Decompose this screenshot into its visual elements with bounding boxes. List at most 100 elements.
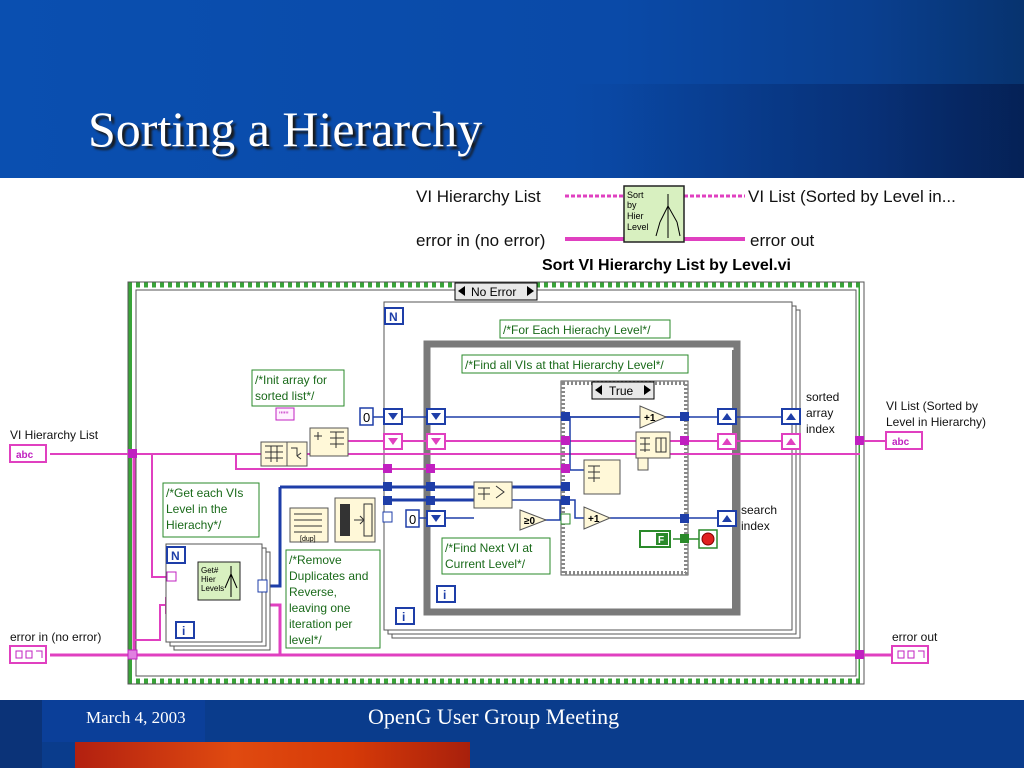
- inner-loop-tunnel-in: [166, 571, 177, 582]
- svg-text:""": """: [279, 410, 289, 420]
- comment-find-next: /*Find Next VI at Current Level*/: [441, 537, 551, 575]
- connector-left-bottom: error in (no error): [416, 231, 545, 250]
- label-index: index: [806, 422, 835, 436]
- const-zero-1: 0: [359, 407, 374, 426]
- footer-accent-bar: [75, 742, 470, 768]
- svg-text:True: True: [609, 384, 634, 398]
- label-search-index: index: [741, 519, 770, 533]
- label-search: search: [741, 503, 777, 517]
- svg-text:Hier: Hier: [627, 211, 644, 221]
- terminal-label-error-out: error out: [892, 630, 938, 644]
- svg-text:F: F: [658, 535, 664, 546]
- comment-for-each-level: /*For Each Hierachy Level*/: [499, 319, 671, 339]
- terminal-label-vi-list-out-1: VI List (Sorted by: [886, 399, 978, 413]
- svg-text:by: by: [627, 200, 637, 210]
- svg-text:leaving one: leaving one: [289, 601, 351, 615]
- svg-text:≥0: ≥0: [524, 516, 535, 527]
- outer-iteration-terminal: i: [395, 607, 415, 625]
- svg-text:[dup]: [dup]: [300, 536, 316, 543]
- svg-text:/*Find all VIs at that Hierarc: /*Find all VIs at that Hierarchy Level*/: [465, 358, 664, 372]
- header-shade: [0, 84, 1024, 178]
- label-sorted: sorted: [806, 390, 839, 404]
- get-levels-subvi: Get# Hier Levels: [197, 561, 241, 601]
- tunnels: [127, 412, 864, 660]
- false-constant: F: [639, 530, 671, 548]
- connector-right-top: VI List (Sorted by Level in...: [748, 187, 956, 206]
- labview-diagram: VI Hierarchy List error in (no error) VI…: [9, 185, 986, 685]
- svg-text:i: i: [443, 588, 446, 602]
- greater-equal-zero-node: ≥0: [519, 509, 548, 531]
- init-array-node: [309, 427, 349, 457]
- slide-title: Sorting a Hierarchy: [88, 101, 483, 157]
- replace-array-node: [635, 431, 671, 471]
- svg-text:Level: Level: [627, 222, 649, 232]
- comment-find-all: /*Find all VIs at that Hierarchy Level*/: [461, 354, 689, 374]
- svg-text:/*Remove: /*Remove: [289, 553, 342, 567]
- terminal-vi-list-out[interactable]: abc: [885, 431, 923, 450]
- connector-left-top: VI Hierarchy List: [416, 187, 541, 206]
- svg-text:Get#: Get#: [201, 566, 219, 575]
- svg-text:/*Get each VIs: /*Get each VIs: [166, 486, 243, 500]
- svg-text:/*For Each Hierachy Level*/: /*For Each Hierachy Level*/: [503, 323, 651, 337]
- svg-text:0: 0: [409, 512, 416, 527]
- svg-text:N: N: [389, 310, 398, 324]
- connector-right-bottom: error out: [750, 231, 815, 250]
- svg-text:+1: +1: [644, 413, 656, 424]
- reverse-array-node: [334, 497, 376, 543]
- svg-text:abc: abc: [16, 450, 34, 461]
- svg-text:No Error: No Error: [471, 285, 516, 299]
- index-array-node: [583, 459, 621, 495]
- comment-remove-duplicates: /*Remove Duplicates and Reverse, leaving…: [285, 549, 381, 649]
- inner-loop-count-terminal: N: [166, 546, 186, 564]
- terminal-label-error-in: error in (no error): [10, 630, 101, 644]
- terminal-vi-list-in[interactable]: abc: [9, 444, 47, 463]
- svg-text:Levels: Levels: [201, 584, 224, 593]
- svg-text:sorted list*/: sorted list*/: [255, 389, 315, 403]
- svg-text:Hierachy*/: Hierachy*/: [166, 518, 222, 532]
- empty-string-const: """: [275, 407, 295, 421]
- vi-title: Sort VI Hierarchy List by Level.vi: [542, 257, 791, 274]
- svg-text:i: i: [182, 624, 185, 638]
- array-op-node: [286, 441, 308, 467]
- terminal-label-vi-list-out-2: Level in Hierarchy): [886, 415, 986, 429]
- svg-text:N: N: [171, 549, 180, 563]
- connector-wires: [565, 194, 745, 241]
- outer-loop-count-terminal: N: [384, 307, 404, 325]
- while-iteration-terminal: i: [436, 585, 456, 603]
- svg-text:abc: abc: [892, 437, 910, 448]
- terminal-label-vi-list: VI Hierarchy List: [10, 428, 99, 442]
- inner-loop-tunnel-out: [257, 579, 268, 593]
- svg-text:level*/: level*/: [289, 633, 322, 647]
- footer-date: March 4, 2003: [86, 708, 186, 727]
- stop-terminal[interactable]: [698, 529, 718, 549]
- footer-left-block: [0, 700, 42, 768]
- svg-text:/*Find Next VI at: /*Find Next VI at: [445, 541, 533, 555]
- svg-text:Sort: Sort: [627, 190, 644, 200]
- comment-init-array: /*Init array for sorted list*/: [251, 369, 345, 407]
- footer-meeting: OpenG User Group Meeting: [368, 704, 620, 729]
- svg-text:+1: +1: [588, 514, 600, 525]
- case-selector[interactable]: No Error: [454, 282, 538, 301]
- comment-get-levels: /*Get each VIs Level in the Hierachy*/: [162, 482, 260, 538]
- const-zero-2: 0: [405, 509, 420, 528]
- svg-text:Reverse,: Reverse,: [289, 585, 337, 599]
- label-array: array: [806, 406, 833, 420]
- terminal-error-in[interactable]: [9, 645, 47, 664]
- increment-node-1: +1: [639, 405, 668, 429]
- sort-array-node: [dup]: [289, 507, 329, 543]
- svg-text:Duplicates and: Duplicates and: [289, 569, 368, 583]
- inner-case-selector[interactable]: True: [591, 381, 655, 400]
- slide-header: [0, 0, 1024, 178]
- build-array-node: [260, 441, 288, 467]
- svg-text:i: i: [402, 610, 405, 624]
- svg-text:Hier: Hier: [201, 575, 216, 584]
- svg-text:iteration per: iteration per: [289, 617, 352, 631]
- increment-node-2: +1: [583, 506, 612, 530]
- inner-iteration-terminal: i: [175, 621, 195, 639]
- terminal-error-out[interactable]: [891, 645, 929, 664]
- svg-text:0: 0: [363, 410, 370, 425]
- svg-text:/*Init array for: /*Init array for: [255, 373, 327, 387]
- svg-text:Level in the: Level in the: [166, 502, 228, 516]
- footer-date-block: [42, 700, 205, 742]
- svg-text:Current Level*/: Current Level*/: [445, 557, 526, 571]
